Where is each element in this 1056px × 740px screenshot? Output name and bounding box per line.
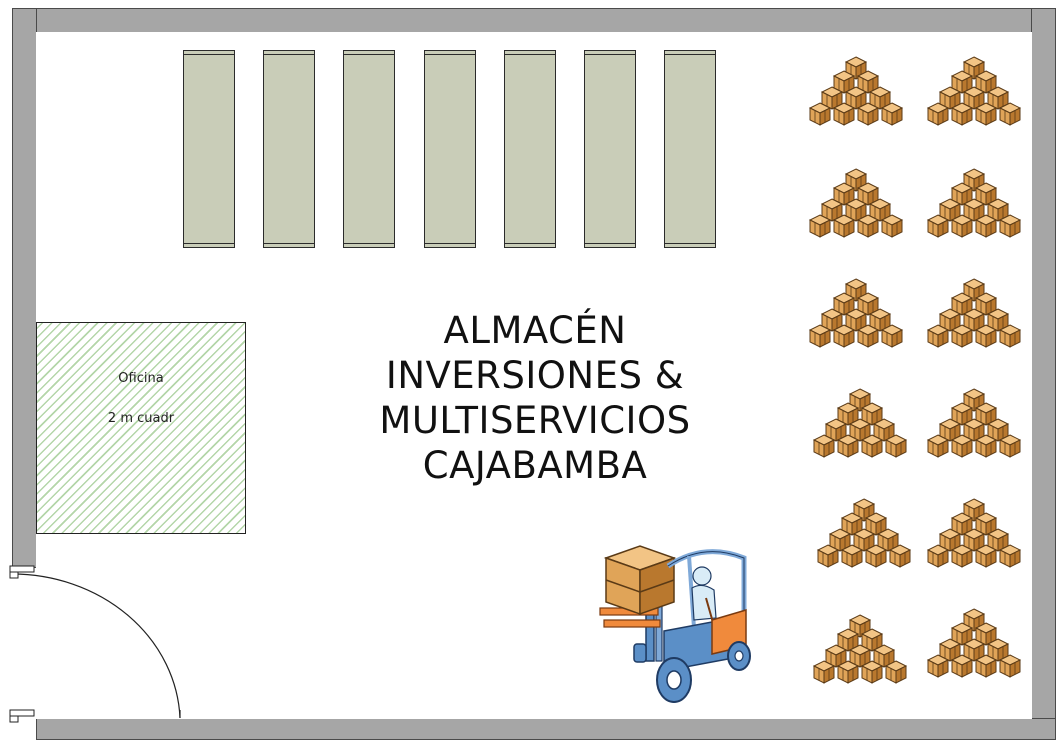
office-area-label: 2 m cuadr [107, 411, 175, 426]
office-area: Oficina 2 m cuadr [36, 322, 246, 534]
title-line: INVERSIONES & [385, 354, 685, 397]
shelf-rack [263, 50, 315, 248]
stacked-boxes-icon [810, 604, 910, 696]
office-name: Oficina [118, 371, 164, 386]
stacked-boxes-icon [806, 158, 906, 250]
title-line: MULTISERVICIOS [379, 399, 691, 442]
stacked-boxes-icon [806, 46, 906, 138]
stacked-boxes-icon [924, 488, 1024, 580]
stacked-boxes-icon [810, 378, 910, 470]
stacked-boxes-icon [924, 598, 1024, 690]
title-line: ALMACÉN [443, 309, 627, 352]
shelf-rack [584, 50, 636, 248]
shelf-rack [504, 50, 556, 248]
forklift-icon [599, 545, 751, 703]
stacked-boxes-icon [814, 488, 914, 580]
warehouse-title: ALMACÉN INVERSIONES & MULTISERVICIOS CAJ… [330, 308, 740, 488]
shelf-rack [183, 50, 235, 248]
stacked-boxes-icon [924, 46, 1024, 138]
wall-left [12, 8, 37, 568]
stacked-boxes-icon [924, 158, 1024, 250]
wall-top [12, 8, 1056, 33]
shelf-rack [424, 50, 476, 248]
title-line: CAJABAMBA [422, 444, 648, 487]
door-swing [9, 565, 181, 723]
stacked-boxes-icon [924, 378, 1024, 470]
wall-right [1031, 8, 1056, 740]
shelf-rack [343, 50, 395, 248]
stacked-boxes-icon [806, 268, 906, 360]
stacked-boxes-icon [924, 268, 1024, 360]
shelf-rack [664, 50, 716, 248]
